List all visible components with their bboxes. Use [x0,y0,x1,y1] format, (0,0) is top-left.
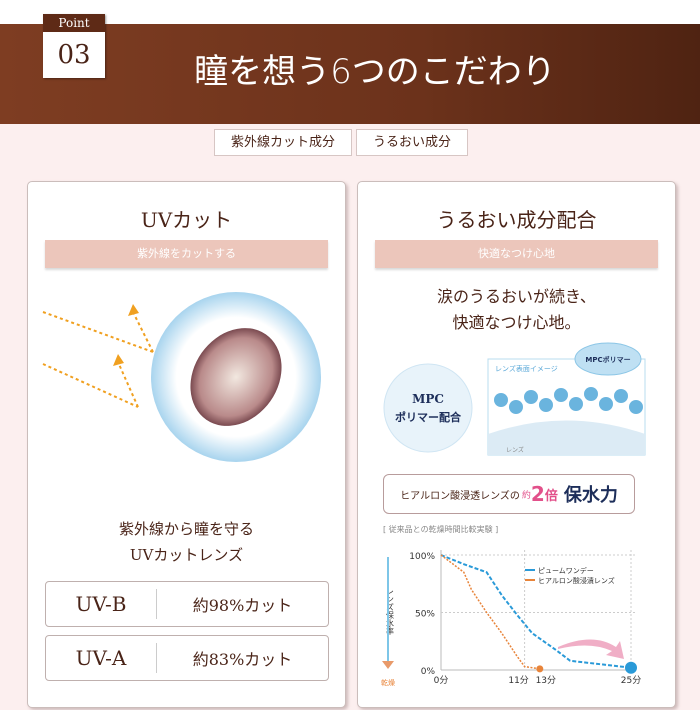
lead-line-1: 涙のうるおいが続き、 [437,287,596,306]
x-tick-label: 11分 [508,675,528,686]
moisture-card: うるおい成分配合 快適なつけ心地 涙のうるおいが続き、 快適なつけ心地。 MPC… [357,181,676,708]
y-axis-bottom-label: 乾燥 [381,678,395,687]
card-subtitle: 紫外線をカットする [45,240,328,268]
series-end-point [625,661,637,674]
experiment-note: [ 従来品との乾燥時間比較実験 ] [383,525,499,534]
lead-line-1: 紫外線から瞳を守る [118,520,254,538]
point-badge: Point 03 [43,14,105,78]
row-key: UV-A [75,646,127,670]
card-title: うるおい成分配合 [436,208,597,232]
highlight-arrow [558,639,624,659]
badge-number: 03 [43,32,105,78]
x-tick-label: 0分 [434,675,449,686]
divider [156,643,157,673]
badge-label: Point [43,14,105,32]
uva-row: UV-A 約83%カット [45,635,329,681]
lead-line-2: UVカットレンズ [129,546,244,564]
legend-label: ピュームワンデー [538,566,594,575]
series-end-point [536,665,544,673]
y-tick-label: 100% [409,552,435,562]
lens-label: レンズ [506,446,524,454]
y-axis-label: レンズ保水率 [386,587,395,636]
row-key: UV-B [75,592,127,616]
card-title: UVカット [140,208,233,232]
surface-label: レンズ表面イメージ [495,364,558,373]
header-band [0,24,700,124]
uv-card: UVカット 紫外線をカットする 紫外線から瞳を守る UVカットレンズ UV-B … [27,181,346,708]
mpc-illustration: MPC ポリマー配合 レンズ表面イメージ MPCポリマー レンズ [383,342,646,456]
y-tick-label: 50% [415,610,435,620]
callout-text: ヒアルロン酸浸透レンズの [400,490,520,502]
row-value: 約83%カット [192,650,293,669]
page-title: 瞳を想う6つのこだわり [194,52,556,92]
y-tick-label: 0% [421,667,436,677]
water-retention-callout: ヒアルロン酸浸透レンズの 約 2 倍 保水力 [383,474,635,514]
uv-lens-illustration [42,292,321,462]
series-line [440,554,632,669]
y-arrow-head [382,661,394,669]
polymer-label: MPCポリマー [585,355,630,364]
uvb-row: UV-B 約98%カット [45,581,329,627]
divider [156,589,157,619]
tab-uv-cut[interactable]: 紫外線カット成分 [214,129,352,156]
row-value: 約98%カット [192,596,293,615]
x-tick-label: 25分 [621,675,641,686]
legend-label: ヒアルロン酸浸漬レンズ [538,576,615,585]
callout-approx: 約 [521,490,531,501]
lead-line-2: 快適なつけ心地。 [452,313,581,332]
mpc-text-2: ポリマー配合 [395,410,462,424]
tab-moisture[interactable]: うるおい成分 [356,129,468,156]
callout-emphasis: 保水力 [563,485,618,506]
mpc-text-1: MPC [412,392,444,406]
callout-number: 2 [530,482,545,506]
series-line [440,554,540,670]
card-subtitle: 快適なつけ心地 [375,240,658,268]
x-tick-label: 13分 [536,675,556,686]
callout-times: 倍 [544,488,558,504]
top-strip [0,0,700,24]
